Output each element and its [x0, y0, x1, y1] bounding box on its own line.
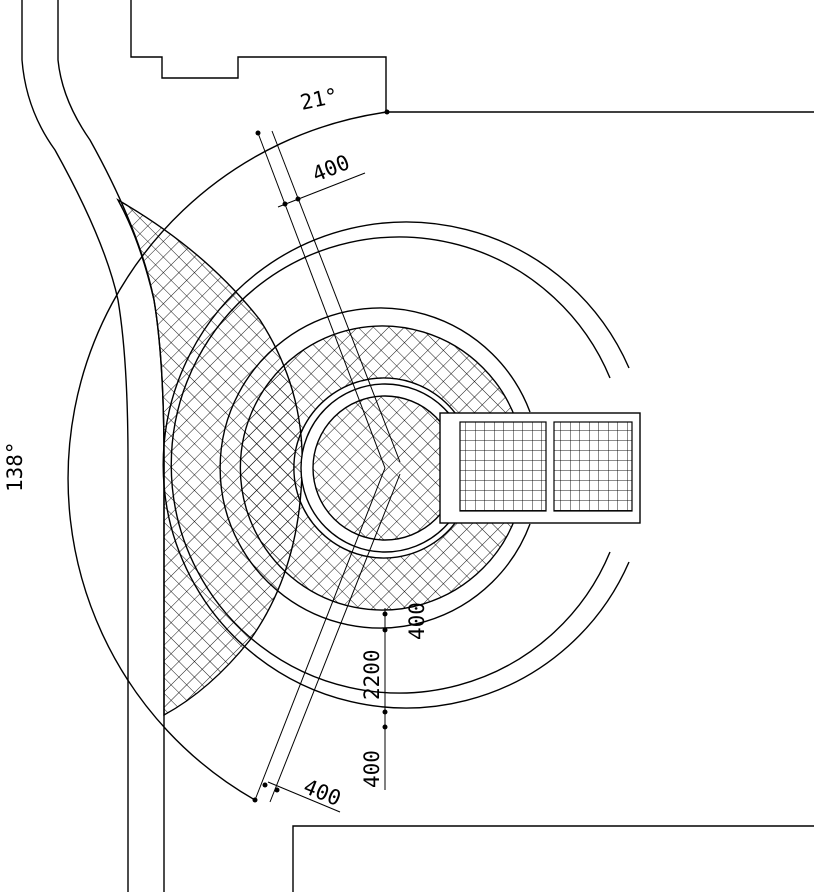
- inner-hatched-ring: [219, 307, 531, 629]
- upper-dimension: 400: [277, 150, 366, 208]
- hatched-lawn-region: [116, 198, 303, 717]
- outer-arc: [67, 111, 388, 801]
- building-outline: [130, 0, 814, 113]
- vertical-inner-dimension-label: 400: [405, 602, 429, 640]
- vertical-middle-dimension-label: 2200: [360, 649, 384, 700]
- lower-dimension: 400: [262, 774, 344, 813]
- upper-radial-dimension-label: 400: [309, 150, 353, 186]
- radial-paths: [254, 130, 401, 803]
- top-angle-label: 21°: [298, 84, 340, 115]
- road-edges: [21, 0, 165, 892]
- grid-pavilion: [439, 412, 641, 524]
- lower-radial-dimension-label: 400: [300, 774, 344, 810]
- left-angle-label: 138°: [3, 441, 27, 492]
- vertical-dimension-chain: 400 2200 400: [360, 602, 429, 790]
- middle-ring: [162, 221, 630, 709]
- vertical-outer-dimension-label: 400: [360, 750, 384, 788]
- building-outline-bottom: [292, 825, 814, 892]
